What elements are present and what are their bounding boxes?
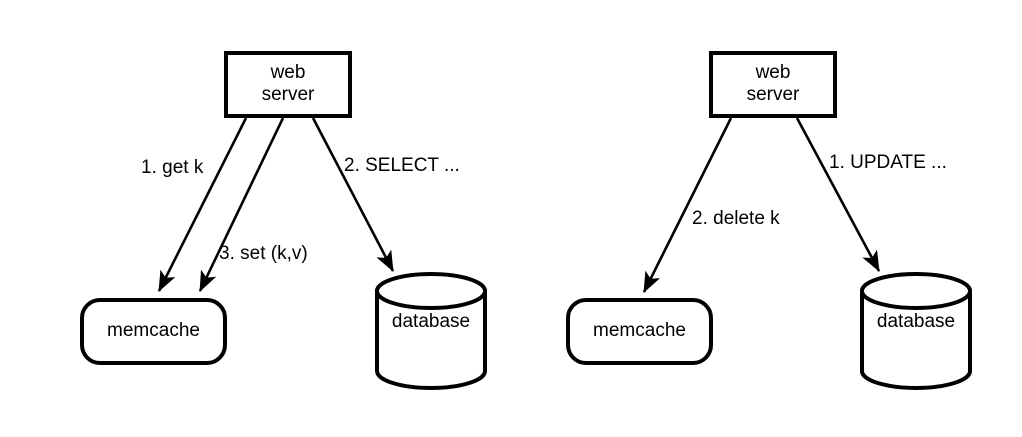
edge-label-delete-k: 2. delete k — [692, 208, 780, 229]
node-web-server-left — [224, 51, 352, 118]
node-memcache-right — [566, 298, 713, 365]
edge-label-update: 1. UPDATE ... — [829, 152, 947, 173]
node-memcache-left — [80, 298, 227, 365]
node-database-right — [860, 272, 972, 390]
edge-label-select: 2. SELECT ... — [344, 155, 460, 176]
edge-select — [311, 117, 395, 272]
node-database-left — [375, 272, 487, 390]
edge-get-k — [157, 117, 248, 292]
edge-set-kv — [198, 117, 285, 292]
node-web-server-right — [709, 51, 837, 118]
edge-update — [795, 117, 881, 272]
edge-delete-k — [642, 117, 733, 293]
edge-label-set-kv: 3. set (k,v) — [219, 243, 308, 264]
edge-label-get-k: 1. get k — [141, 157, 204, 178]
